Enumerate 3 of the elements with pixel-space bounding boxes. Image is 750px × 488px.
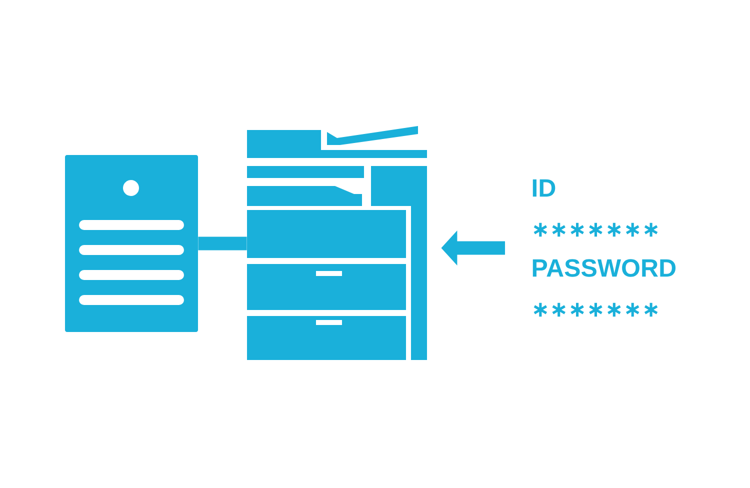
- credentials-text: ID ∗∗∗∗∗∗∗ PASSWORD ∗∗∗∗∗∗∗: [532, 179, 676, 317]
- server-drawing: [65, 155, 198, 332]
- printer-drawing: [247, 126, 427, 360]
